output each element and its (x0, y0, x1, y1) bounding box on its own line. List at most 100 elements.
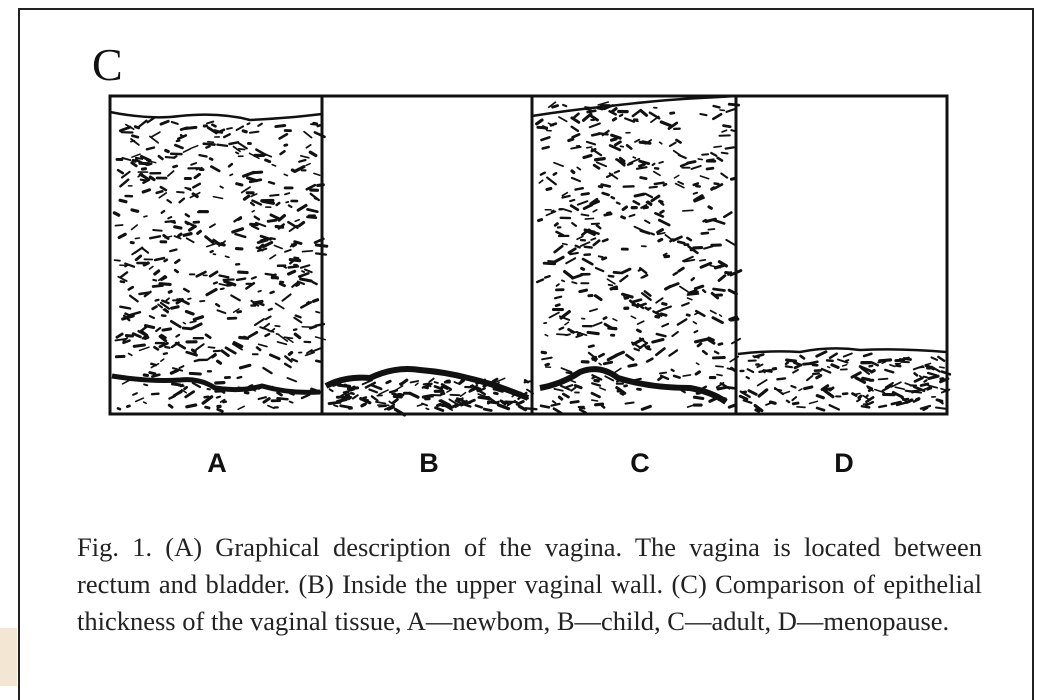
tissue-stroke (132, 252, 135, 254)
tissue-stroke (206, 335, 210, 338)
tissue-stroke (218, 409, 223, 411)
tissue-stroke (541, 406, 549, 408)
tissue-stroke (671, 240, 673, 242)
tissue-stroke (775, 388, 783, 394)
tissue-stroke (187, 238, 194, 242)
tissue-stroke (787, 401, 789, 402)
tissue-stroke (640, 161, 649, 164)
tissue-stroke (362, 404, 365, 405)
tissue-stroke (281, 151, 285, 154)
tissue-stroke (276, 304, 284, 309)
tissue-stroke (594, 241, 599, 245)
tissue-stroke (168, 171, 174, 176)
tissue-stroke (599, 354, 603, 356)
tissue-stroke (615, 142, 620, 145)
tissue-stroke (716, 366, 723, 367)
tissue-stroke (548, 261, 553, 262)
tissue-stroke (133, 334, 140, 337)
tissue-stroke (615, 171, 619, 173)
tissue-stroke (786, 363, 788, 364)
panel-label-c: C (620, 448, 660, 479)
tissue-stroke (694, 397, 702, 398)
tissue-stroke (708, 229, 714, 230)
tissue-stroke (585, 247, 592, 248)
tissue-stroke (648, 202, 651, 204)
tissue-stroke (244, 196, 248, 199)
tissue-stroke (570, 200, 574, 201)
tissue-stroke (563, 209, 571, 212)
tissue-stroke (696, 372, 699, 374)
tissue-stroke (563, 105, 566, 106)
tissue-stroke (580, 410, 586, 413)
tissue-stroke (855, 394, 860, 395)
tissue-stroke (318, 125, 320, 126)
tissue-stroke (613, 319, 617, 321)
tissue-stroke (233, 229, 243, 232)
tissue-stroke (173, 384, 180, 385)
tissue-stroke (220, 276, 229, 278)
tissue-stroke (351, 393, 353, 394)
tissue-stroke (537, 280, 543, 283)
tissue-stroke (263, 368, 271, 373)
tissue-stroke (415, 383, 418, 385)
tissue-stroke (582, 214, 589, 215)
tissue-stroke (679, 268, 683, 271)
tissue-stroke (671, 284, 678, 287)
tissue-stroke (542, 358, 552, 360)
tissue-stroke (678, 319, 687, 324)
tissue-stroke (167, 200, 171, 202)
tissue-stroke (132, 136, 138, 138)
tissue-stroke (700, 114, 706, 115)
tissue-stroke (555, 224, 557, 226)
tissue-stroke (387, 381, 390, 383)
tissue-stroke (436, 408, 443, 411)
tissue-stroke (559, 117, 567, 121)
tissue-stroke (572, 178, 580, 181)
tissue-stroke (306, 145, 310, 148)
tissue-stroke (169, 291, 171, 292)
tissue-stroke (711, 311, 716, 314)
tissue-stroke (553, 401, 556, 403)
tissue-stroke (603, 240, 607, 242)
tissue-stroke (566, 258, 575, 263)
tissue-stroke (135, 127, 138, 128)
tissue-stroke (656, 349, 664, 355)
tissue-stroke (176, 343, 184, 348)
tissue-stroke (709, 207, 712, 209)
tissue-stroke (285, 193, 289, 194)
tissue-stroke (136, 158, 142, 159)
tissue-stroke (294, 258, 298, 259)
tissue-stroke (349, 397, 351, 398)
tissue-stroke (213, 197, 222, 199)
tissue-stroke (314, 173, 320, 175)
tissue-stroke (817, 408, 824, 410)
tissue-stroke (172, 307, 179, 309)
tissue-stroke (271, 355, 280, 359)
tissue-stroke (271, 292, 274, 293)
tissue-stroke (576, 246, 580, 248)
tissue-stroke (659, 162, 663, 163)
tissue-stroke (296, 316, 301, 318)
tissue-stroke (593, 210, 597, 212)
tissue-stroke (239, 272, 248, 273)
tissue-stroke (879, 406, 886, 407)
tissue-stroke (153, 286, 162, 287)
tissue-stroke (603, 193, 609, 195)
tissue-stroke (346, 394, 351, 395)
tissue-stroke (609, 276, 614, 277)
tissue-stroke (623, 207, 626, 210)
tissue-stroke (139, 121, 146, 127)
tissue-stroke (553, 106, 558, 108)
tissue-stroke (219, 284, 227, 286)
tissue-stroke (602, 185, 610, 187)
tissue-stroke (484, 409, 491, 410)
tissue-stroke (165, 260, 167, 261)
tissue-stroke (792, 397, 796, 400)
tissue-stroke (740, 396, 747, 399)
tissue-stroke (852, 373, 860, 378)
tissue-stroke (253, 172, 262, 173)
tissue-stroke (372, 396, 378, 400)
tissue-stroke (603, 258, 606, 259)
tissue-stroke (150, 267, 153, 270)
tissue-stroke (656, 317, 659, 318)
